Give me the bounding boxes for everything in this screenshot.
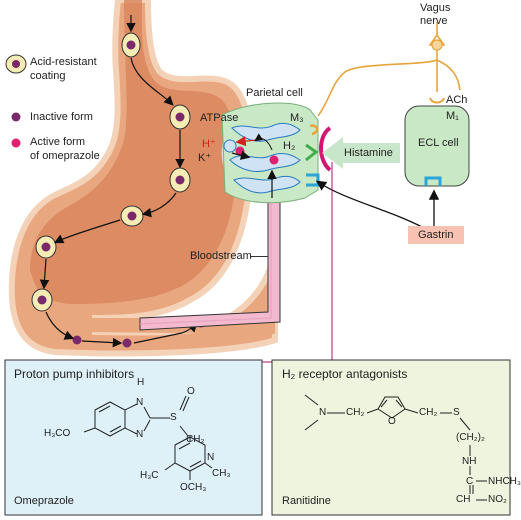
omeprazole-h: H xyxy=(137,377,145,388)
bloodstream-label: Bloodstream xyxy=(190,250,252,262)
omeprazole-s: S xyxy=(170,412,177,423)
ranitidine-s: S xyxy=(453,407,460,418)
legend-active-line1: Active form xyxy=(30,136,86,148)
legend-inactive: Inactive form xyxy=(30,111,93,123)
legend-acid-resistant-line1: Acid-resistant xyxy=(30,56,97,68)
ranitidine-no2: NO₂ xyxy=(488,494,507,505)
inactive-dot-icon xyxy=(11,112,21,122)
omeprazole-h3co: H₃CO xyxy=(44,428,71,439)
omeprazole-och3: OCH₃ xyxy=(180,482,207,493)
ppi-panel xyxy=(4,359,263,516)
k-plus-label: K⁺ xyxy=(198,152,212,164)
m3-label: M₃ xyxy=(290,112,304,124)
legend-acid-resistant-line2: coating xyxy=(30,70,66,82)
ecl-cell xyxy=(404,105,470,187)
ranitidine-ch2a: CH₂ xyxy=(346,407,365,418)
ecl-cell-label: ECL cell xyxy=(418,137,459,149)
parietal-cell-label: Parietal cell xyxy=(246,87,303,99)
omeprazole-structure xyxy=(83,395,213,480)
ranitidine-nh: NH xyxy=(462,456,477,467)
ranitidine-n: N xyxy=(319,407,327,418)
h2-antagonist-block xyxy=(319,126,332,172)
gastrin-label: Gastrin xyxy=(418,229,454,241)
h2-antagonist-title: H₂ receptor antagonists xyxy=(282,367,408,381)
atpase-label: ATPase xyxy=(200,112,239,124)
h2-label: H₂ xyxy=(283,140,296,152)
ranitidine-ch: CH xyxy=(456,494,471,505)
vagus-label-line1: Vagus xyxy=(420,2,451,14)
ppi-title: Proton pump inhibitors xyxy=(14,367,135,381)
ppi-drug-name: Omeprazole xyxy=(14,495,74,507)
omeprazole-ch2: CH₂ xyxy=(186,434,205,445)
ranitidine-ch2b: CH₂ xyxy=(419,407,438,418)
inactive-drug-dot xyxy=(122,338,132,348)
bloodstream-leader xyxy=(250,256,268,257)
m1-label: M₁ xyxy=(446,110,459,122)
h-plus-label: H⁺ xyxy=(202,138,216,150)
omeprazole-h3c: H₃C xyxy=(140,470,159,481)
ach-label: ACh xyxy=(446,94,468,106)
vagus-label-line2: nerve xyxy=(420,15,448,27)
gastrin-box xyxy=(408,226,464,244)
gastrin-receptor xyxy=(306,173,320,187)
legend-icons xyxy=(5,54,27,148)
histamine-arrow xyxy=(322,137,400,169)
ranitidine-o: O xyxy=(388,416,396,427)
m3-receptor xyxy=(309,124,319,136)
ranitidine-ch22: (CH₂)₂ xyxy=(456,432,485,443)
ranitidine-structure xyxy=(304,394,487,501)
active-dot-icon xyxy=(11,138,21,148)
histamine-label: Histamine xyxy=(344,147,393,159)
h2-drug-name: Ranitidine xyxy=(282,495,331,507)
inactive-drug-dot xyxy=(72,335,82,345)
proton-pump xyxy=(223,139,237,153)
omeprazole-ch3: CH₃ xyxy=(212,468,231,479)
ranitidine-nhch3: NHCH₃ xyxy=(488,476,521,487)
omeprazole-o: O xyxy=(187,386,195,397)
omeprazole-n2: N xyxy=(136,429,144,440)
omeprazole-n3: N xyxy=(207,452,215,463)
legend-active-line2: of omeprazole xyxy=(30,150,100,162)
parietal-cell xyxy=(221,102,332,204)
h2-receptor xyxy=(305,143,319,162)
omeprazole-n1: N xyxy=(136,397,144,408)
ranitidine-c: C xyxy=(466,476,474,487)
